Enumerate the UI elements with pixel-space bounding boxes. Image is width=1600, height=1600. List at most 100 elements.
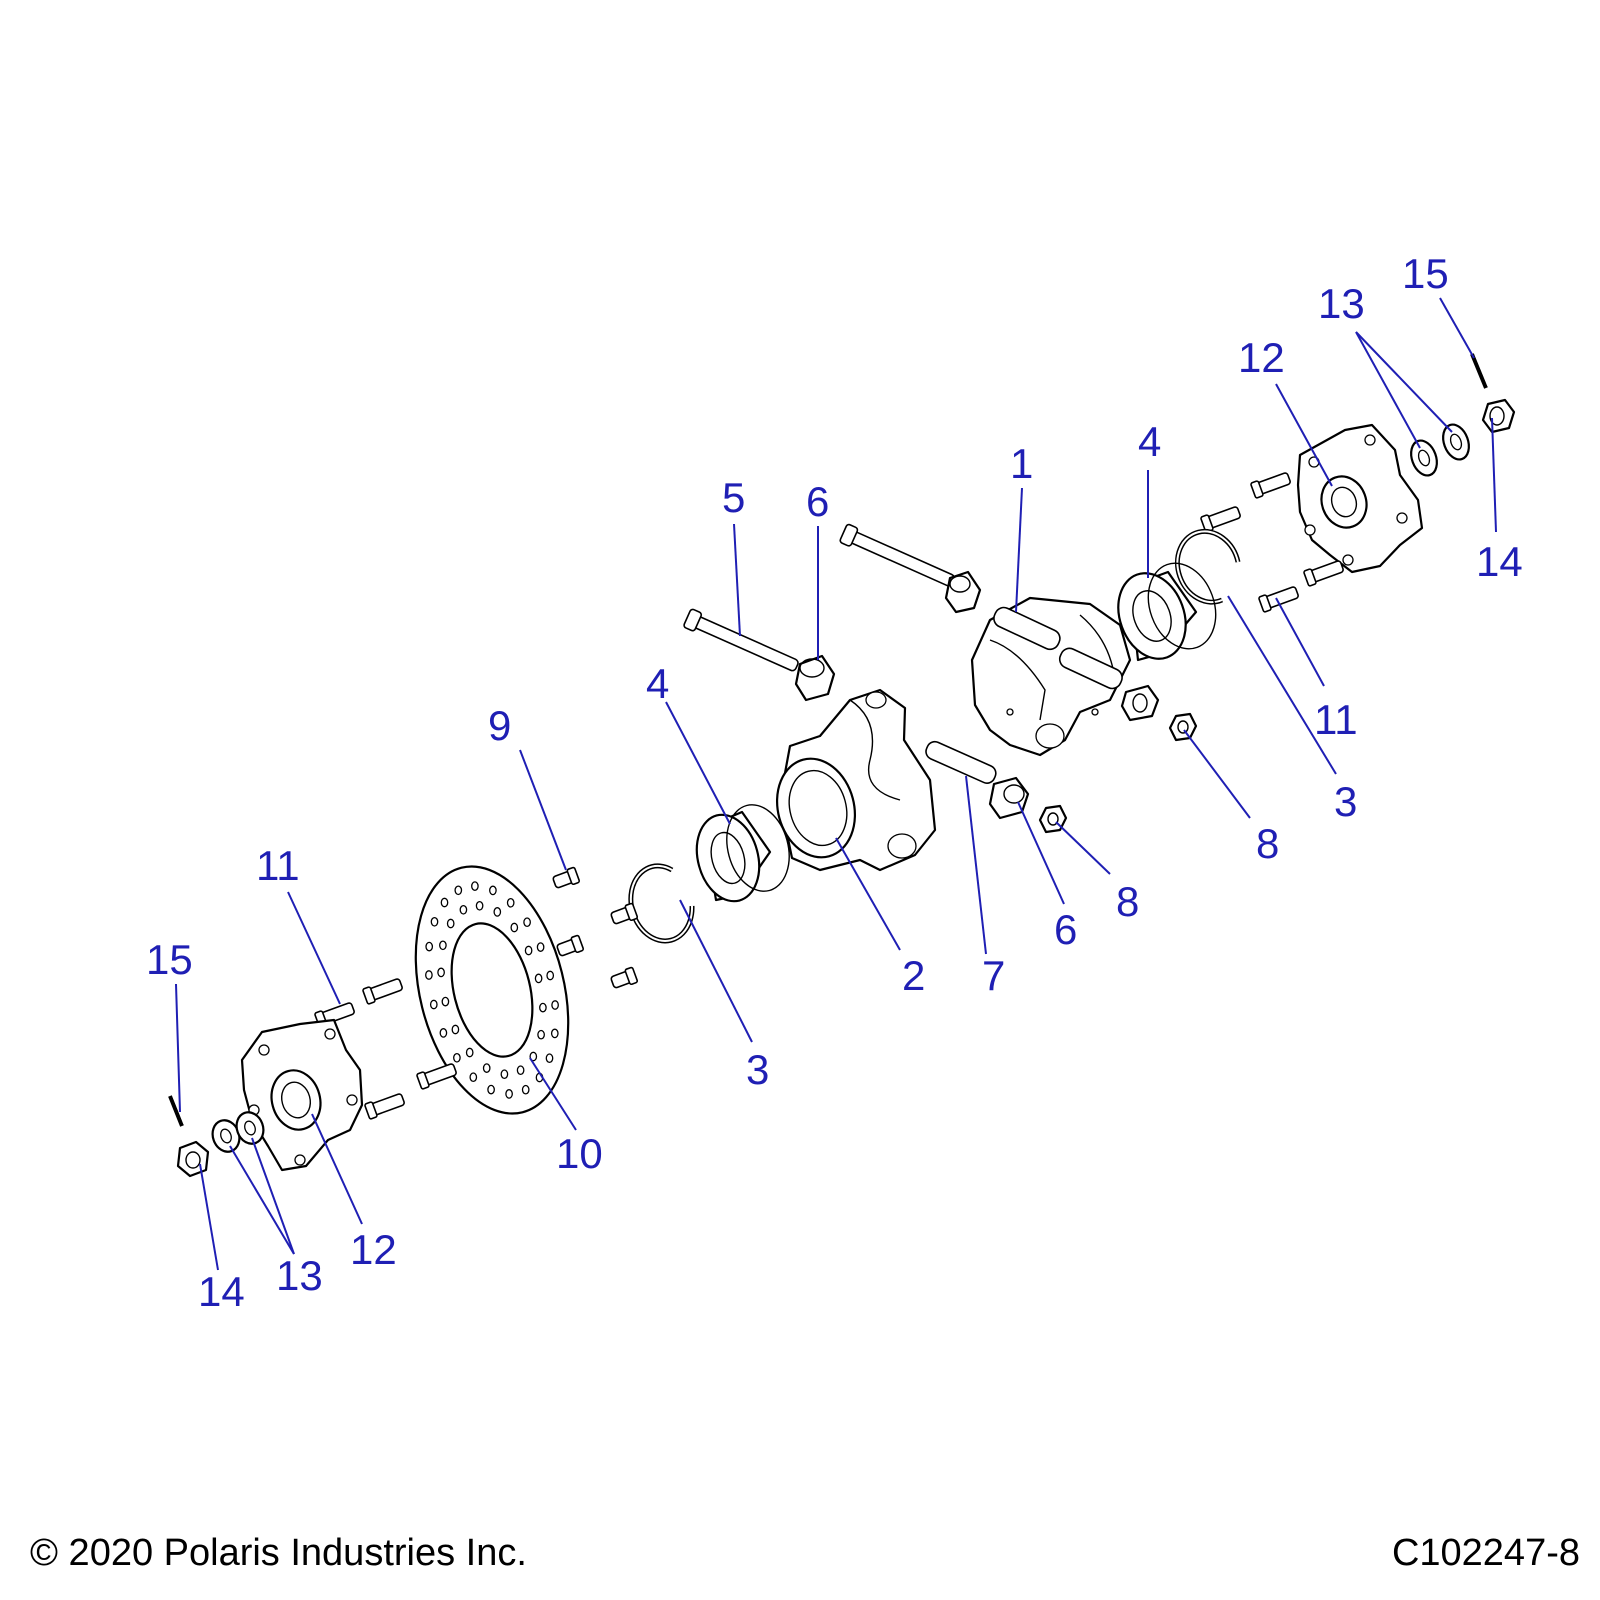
disc-drill-hole bbox=[546, 970, 555, 981]
part-hub-left bbox=[240, 1018, 364, 1172]
part-snap-ring-left bbox=[628, 863, 695, 944]
callout-5: 5 bbox=[722, 474, 745, 521]
disc-drill-hole bbox=[425, 970, 433, 980]
callout-13-right: 13 bbox=[1318, 280, 1365, 327]
callout-8-upper: 8 bbox=[1256, 820, 1279, 867]
disc-drill-hole bbox=[446, 918, 455, 929]
disc-drill-hole bbox=[451, 1024, 460, 1035]
leader-7 bbox=[965, 775, 987, 955]
callout-15-left: 15 bbox=[146, 936, 193, 983]
leader-11-left bbox=[287, 891, 341, 1005]
leader-2 bbox=[835, 837, 901, 951]
disc-drill-hole bbox=[523, 917, 531, 928]
part-knuckle bbox=[775, 688, 937, 872]
part-pin bbox=[925, 740, 997, 784]
disc-drill-hole bbox=[425, 941, 434, 952]
disc-drill-hole bbox=[437, 967, 445, 978]
disc-drill-hole bbox=[539, 1002, 547, 1013]
leader-14-left bbox=[199, 1163, 219, 1271]
part-cotter-pin-left bbox=[168, 1093, 185, 1127]
disc-drill-hole bbox=[529, 1051, 538, 1062]
leader-13-left-a bbox=[229, 1145, 295, 1255]
part-cotter-pin-right bbox=[1470, 351, 1489, 389]
callout-7: 7 bbox=[982, 952, 1005, 999]
disc-drill-hole bbox=[469, 1072, 478, 1083]
part-snap-ring-right bbox=[1174, 528, 1241, 605]
callout-4-left: 4 bbox=[646, 660, 669, 707]
disc-drill-hole bbox=[429, 999, 438, 1010]
disc-drill-hole bbox=[482, 1063, 491, 1073]
disc-drill-hole bbox=[505, 1089, 513, 1099]
callout-6-lower: 6 bbox=[1054, 906, 1077, 953]
disc-drill-hole bbox=[489, 885, 497, 896]
disc-drill-hole bbox=[430, 916, 439, 927]
leader-1 bbox=[1015, 487, 1023, 613]
disc-drill-hole bbox=[471, 881, 479, 891]
callout-8-lower: 8 bbox=[1116, 878, 1139, 925]
part-bearing-right bbox=[1117, 562, 1217, 662]
disc-drill-hole bbox=[516, 1065, 525, 1076]
disc-drill-hole bbox=[506, 897, 515, 908]
part-bearing-left bbox=[695, 804, 790, 903]
disc-drill-hole bbox=[536, 942, 545, 952]
part-studs-right bbox=[1200, 472, 1344, 613]
disc-drill-hole bbox=[441, 996, 450, 1007]
callout-12-left: 12 bbox=[350, 1226, 397, 1273]
disc-drill-hole bbox=[440, 897, 449, 908]
part-washers-left bbox=[211, 1111, 265, 1153]
part-washers-right bbox=[1410, 423, 1470, 477]
callout-14-right: 14 bbox=[1476, 538, 1523, 585]
disc-drill-hole bbox=[493, 907, 502, 917]
part-hub-right bbox=[1296, 423, 1424, 574]
leader-8-upper bbox=[1183, 729, 1251, 819]
callout-4-right: 4 bbox=[1138, 418, 1161, 465]
leader-3-right bbox=[1227, 595, 1337, 775]
callout-11-left: 11 bbox=[256, 842, 300, 889]
part-castle-nut-left bbox=[176, 1140, 210, 1178]
part-brake-disc bbox=[414, 865, 570, 1115]
disc-drill-hole bbox=[551, 1000, 559, 1010]
callout-10: 10 bbox=[556, 1130, 603, 1177]
leader-12-right bbox=[1275, 383, 1333, 487]
leader-8-lower bbox=[1055, 821, 1111, 875]
part-nut-upper bbox=[1168, 712, 1198, 742]
disc-drill-hole bbox=[534, 973, 543, 984]
disc-drill-hole bbox=[500, 1069, 509, 1080]
leader-15-right bbox=[1439, 297, 1475, 359]
disc-drill-hole bbox=[537, 1029, 545, 1040]
leader-13-right-b bbox=[1355, 331, 1453, 433]
part-screws bbox=[552, 866, 639, 989]
leader-12-left bbox=[311, 1113, 363, 1225]
disc-drill-hole bbox=[439, 1028, 448, 1038]
leader-10 bbox=[529, 1057, 577, 1131]
callout-11-right: 11 bbox=[1314, 696, 1358, 743]
callout-numbers: 1 2 3 3 4 4 5 6 6 7 8 8 9 10 11 11 12 12… bbox=[146, 250, 1523, 1315]
disc-drill-hole bbox=[550, 1028, 559, 1039]
callout-2: 2 bbox=[902, 952, 925, 999]
disc-drill-hole bbox=[521, 1084, 530, 1095]
part-bushing-upper bbox=[794, 654, 836, 702]
copyright-notice: © 2020 Polaris Industries Inc. bbox=[30, 1532, 527, 1574]
leader-14-right bbox=[1491, 417, 1497, 533]
leader-13-left-b bbox=[251, 1137, 295, 1255]
disc-drill-hole bbox=[475, 900, 484, 911]
part-long-bolt bbox=[683, 608, 799, 672]
leader-5 bbox=[733, 523, 741, 637]
leader-9 bbox=[519, 749, 567, 871]
disc-drill-hole bbox=[465, 1047, 474, 1058]
callout-9: 9 bbox=[488, 702, 511, 749]
disc-drill-hole bbox=[459, 904, 468, 915]
part-through-bolt-upper bbox=[839, 523, 982, 614]
callout-12-right: 12 bbox=[1238, 334, 1285, 381]
leader-lines bbox=[175, 297, 1497, 1271]
disc-drill-hole bbox=[510, 922, 519, 933]
callout-3-right: 3 bbox=[1334, 778, 1357, 825]
disc-drill-hole bbox=[545, 1053, 554, 1064]
disc-drill-hole bbox=[524, 945, 533, 956]
leader-13-right-a bbox=[1355, 331, 1421, 449]
disc-drill-hole bbox=[439, 940, 447, 951]
callout-1: 1 bbox=[1010, 440, 1033, 487]
callout-6-upper: 6 bbox=[806, 478, 829, 525]
part-studs-left bbox=[314, 978, 457, 1120]
